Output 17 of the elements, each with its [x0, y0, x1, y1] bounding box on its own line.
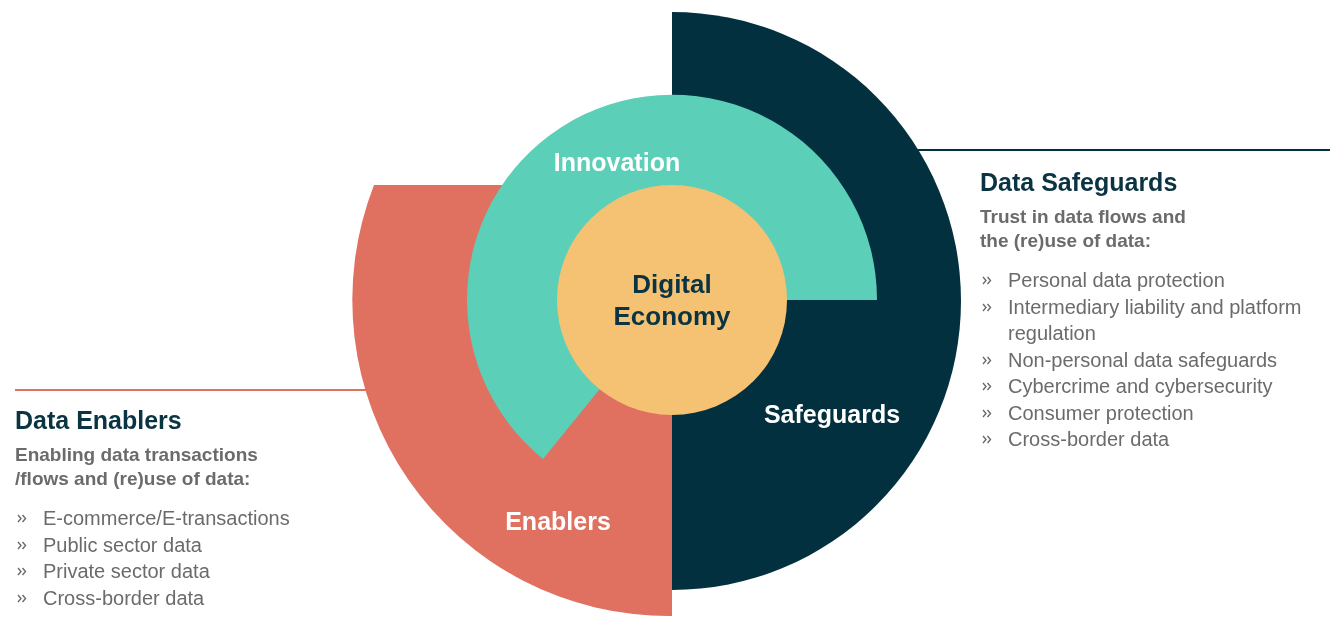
panel-subheading: Enabling data transactions /flows and (re)use of data: [15, 443, 259, 491]
panel-heading: Data Safeguards [980, 168, 1179, 197]
bullet-item: Public sector data [43, 532, 203, 558]
segment-label: Innovation [552, 148, 682, 177]
segment-label: Safeguards [762, 400, 902, 429]
bullet-item: Cybercrime and cybersecurity [1008, 374, 1274, 399]
bullet-item: Cross-border data [43, 585, 206, 611]
bullet-item: E-commerce/E-transactions [43, 506, 291, 531]
bullet-item: Non-personal data safeguards [1008, 347, 1279, 373]
panel-subheading: Trust in data flows and the (re)use of data: [980, 205, 1187, 253]
bullet-item: Intermediary liability and platform regulation [1008, 294, 1303, 346]
bullet-item: Personal data protection [1008, 268, 1226, 293]
bullet-item: Consumer protection [1008, 400, 1195, 426]
leader-line [917, 149, 1331, 151]
bullet-item: Cross-border data [1008, 427, 1171, 452]
panel-heading: Data Enablers [15, 406, 183, 435]
bullet-item: Private sector data [43, 559, 211, 584]
